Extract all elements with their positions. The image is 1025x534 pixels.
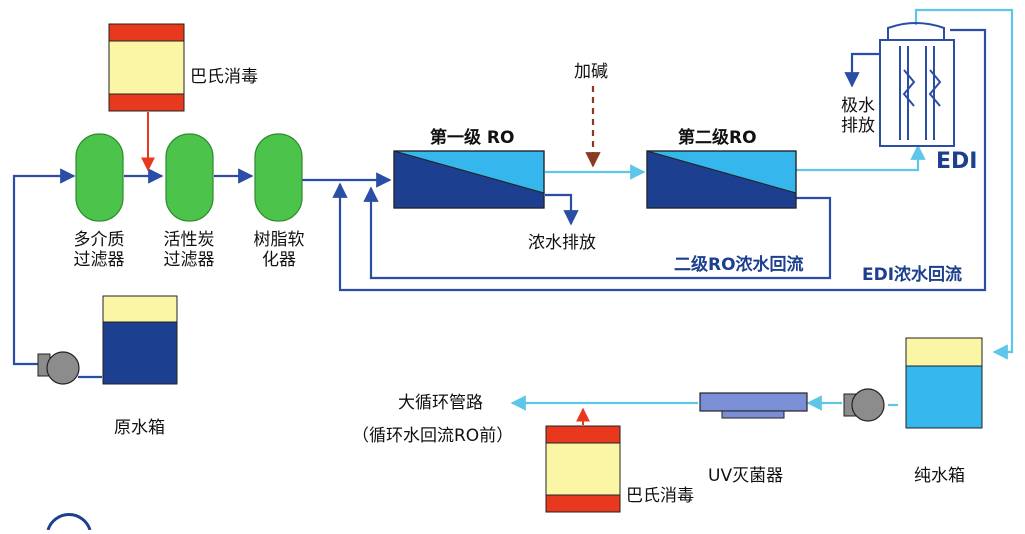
uv-sterilizer-label: UV灭菌器 [708, 466, 784, 486]
resin-softener [254, 133, 303, 222]
pasteurizer-bottom [545, 425, 621, 513]
pasteurizer-bottom-label: 巴氏消毒 [626, 486, 694, 506]
raw-water-pipe [12, 168, 392, 379]
add-alkali-label: 加碱 [574, 62, 608, 82]
edi-electrode-discharge-pipe [844, 52, 880, 88]
uv-sterilizer [699, 392, 808, 419]
pasteurizer-top [108, 23, 185, 112]
ro-stage2-module [646, 150, 797, 209]
carbon-filter [165, 133, 214, 222]
multimedia-filter [75, 133, 124, 222]
ro2-concentrate-return-label: 二级RO浓水回流 [674, 255, 804, 275]
edi-label: EDI [936, 149, 978, 174]
corner-logo-fragment [46, 513, 92, 531]
pure-water-tank-label: 纯水箱 [914, 466, 965, 486]
product-water-pipe [510, 8, 1014, 411]
raw-water-tank-label: 原水箱 [114, 418, 165, 438]
carbon-filter-label: 活性炭过滤器 [163, 230, 215, 270]
pure-water-tank [905, 337, 983, 429]
main-loop-label: 大循环管路 [398, 393, 483, 413]
ro1-concentrate-pipe [545, 193, 579, 226]
ro-stage1-label: 第一级 RO [430, 128, 515, 148]
pasteurizer-top-label: 巴氏消毒 [190, 67, 258, 87]
edi-unit [879, 22, 955, 147]
main-loop-note-label: （循环水回流RO前） [352, 426, 514, 446]
ro-stage1-module [393, 150, 545, 209]
multimedia-filter-label: 多介质过滤器 [73, 230, 125, 270]
edi-concentrate-return-pipe [332, 28, 987, 292]
raw-water-tank [102, 295, 178, 385]
resin-softener-label: 树脂软化器 [253, 230, 305, 270]
ro2-concentrate-return-pipe [363, 186, 832, 280]
edi-concentrate-return-label: EDI浓水回流 [862, 265, 963, 285]
pure-water-pump-icon [843, 388, 885, 422]
concentrate-discharge-label: 浓水排放 [528, 233, 596, 253]
raw-water-pump-icon [37, 351, 80, 385]
electrode-water-discharge-label: 极水排放 [841, 96, 875, 136]
ro-stage2-label: 第二级RO [678, 128, 757, 148]
